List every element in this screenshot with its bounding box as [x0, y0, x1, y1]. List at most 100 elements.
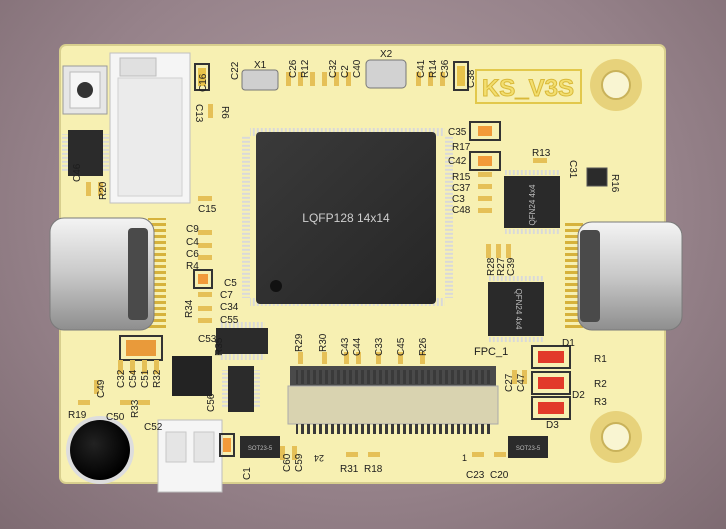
silk-c36: C36 [440, 59, 451, 78]
microphone [66, 416, 134, 484]
silk-c41: C41 [416, 59, 427, 78]
silk-c50: C50 [106, 412, 125, 423]
silk-x2: X2 [380, 49, 393, 60]
jst-connector-bottom [157, 419, 223, 493]
silk-c54: C54 [128, 369, 139, 388]
silk-c7: C7 [220, 290, 233, 301]
silk-r18: R18 [364, 464, 383, 475]
orange-caps [193, 61, 501, 457]
silk-r26: R26 [418, 337, 429, 356]
silk-c20: C20 [490, 470, 509, 481]
silk-c51: C51 [140, 369, 151, 388]
silk-c49: C49 [96, 379, 107, 398]
silk-c56: C56 [206, 393, 217, 412]
tactile-button [62, 65, 108, 115]
silk-c9: C9 [186, 224, 199, 235]
silk-r15: R15 [452, 172, 471, 183]
silk-c43: C43 [340, 337, 351, 356]
silk-r33: R33 [130, 399, 141, 418]
silk-c26: C26 [288, 59, 299, 78]
main-chip-label: LQFP128 14x14 [302, 211, 390, 225]
tantalum-capacitor [119, 335, 163, 361]
silk-c13: C13 [193, 104, 204, 123]
soic-mid-left [216, 322, 268, 360]
silk-r2: R2 [594, 379, 607, 390]
silk-r4: R4 [186, 261, 199, 272]
silk-r29: R29 [294, 333, 305, 352]
qfn-top-label: QFN24 4x4 [528, 184, 537, 225]
fpc-label: FPC_1 [474, 346, 508, 358]
silk-d3: D3 [546, 420, 559, 431]
silk-c60: C60 [282, 453, 293, 472]
leds [531, 345, 571, 420]
silk-x1: X1 [254, 60, 267, 71]
silk-designators: X1 X2 C16 C22 R6 C13 C26 R12 C32 C2 C40 … [68, 49, 620, 481]
fpc-connector [287, 366, 499, 434]
silk-r6: R6 [219, 106, 230, 119]
silk-c34: C34 [220, 302, 239, 313]
sot23-left-label: SOT23-5 [248, 446, 273, 452]
silk-c3: C3 [452, 194, 465, 205]
silk-r32: R32 [152, 369, 163, 388]
silk-c32b: C32 [116, 369, 127, 388]
fpc-pin-1: 1 [462, 453, 467, 463]
qfn-top [504, 170, 560, 234]
jst-connector-top [109, 52, 191, 204]
silk-r1: R1 [594, 354, 607, 365]
silk-c46: C46 [72, 163, 83, 182]
chip-small-left [172, 356, 212, 396]
mounting-hole-bottom-right [590, 411, 642, 463]
silk-r17: R17 [452, 142, 471, 153]
usb-c-left [49, 217, 166, 331]
silk-c4: C4 [186, 237, 199, 248]
silk-c6: C6 [186, 249, 199, 260]
silk-c59: C59 [294, 453, 305, 472]
silk-c55: C55 [220, 315, 239, 326]
silk-d1: D1 [562, 338, 575, 349]
silk-r3: R3 [594, 397, 607, 408]
silk-c48: C48 [452, 205, 471, 216]
mounting-hole-top-right [590, 59, 642, 111]
silk-c33: C33 [374, 337, 385, 356]
silk-r20: R20 [98, 181, 109, 200]
sot23-right [508, 436, 548, 458]
silk-c40: C40 [352, 59, 363, 78]
resistor-r16 [586, 167, 608, 187]
silk-c42: C42 [448, 156, 467, 167]
main-chip-lqfp128 [242, 128, 453, 306]
silk-d2: D2 [572, 390, 585, 401]
silk-r14: R14 [428, 59, 439, 78]
usb-c-right [565, 221, 683, 331]
silk-r13: R13 [532, 148, 551, 159]
silk-c31: C31 [567, 160, 578, 179]
soic-left [62, 130, 109, 176]
silk-r30: R30 [318, 333, 329, 352]
silk-c52: C52 [144, 422, 163, 433]
silk-c22: C22 [230, 61, 241, 80]
silk-c15: C15 [198, 204, 217, 215]
silk-r19: R19 [68, 410, 87, 421]
silk-c32: C32 [328, 59, 339, 78]
silk-c35: C35 [448, 127, 467, 138]
board-title-frame [475, 69, 582, 104]
silk-c27: C27 [504, 373, 515, 392]
silk-c39: C39 [506, 257, 517, 276]
crystal-x2 [365, 59, 407, 89]
silk-c37: C37 [452, 183, 471, 194]
silk-c38: C38 [466, 69, 477, 88]
board-title: KS_V3S [482, 75, 574, 102]
silk-r28: R28 [486, 257, 497, 276]
silk-c45: C45 [396, 337, 407, 356]
silk-c47: C47 [516, 373, 527, 392]
silk-c44: C44 [352, 337, 363, 356]
crystal-x1 [241, 69, 279, 91]
silk-c16: C16 [198, 73, 209, 92]
fpc-pin-24: 24 [314, 453, 324, 463]
silk-c1: C1 [242, 467, 253, 480]
silk-r31: R31 [340, 464, 359, 475]
silk-c5: C5 [224, 278, 237, 289]
soic-vertical [222, 366, 260, 412]
silk-r12: R12 [300, 59, 311, 78]
